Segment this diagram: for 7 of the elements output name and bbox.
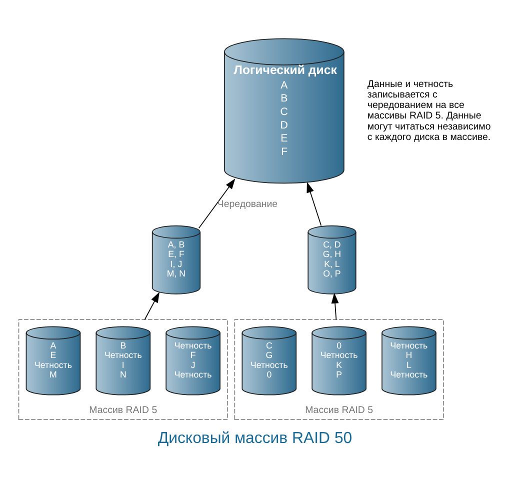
arrow xyxy=(198,178,236,229)
arrow xyxy=(144,292,160,320)
arrow xyxy=(306,182,322,226)
node-label: Данные и четность записывается с чередованием на все массивы RAID 5. Данные могут читаться независимо с каждого диска в массиве. xyxy=(367,78,491,143)
edge-label: Чередование xyxy=(217,199,278,210)
arrow xyxy=(331,292,339,320)
caption: Дисковый массив RAID 50 xyxy=(158,430,352,447)
